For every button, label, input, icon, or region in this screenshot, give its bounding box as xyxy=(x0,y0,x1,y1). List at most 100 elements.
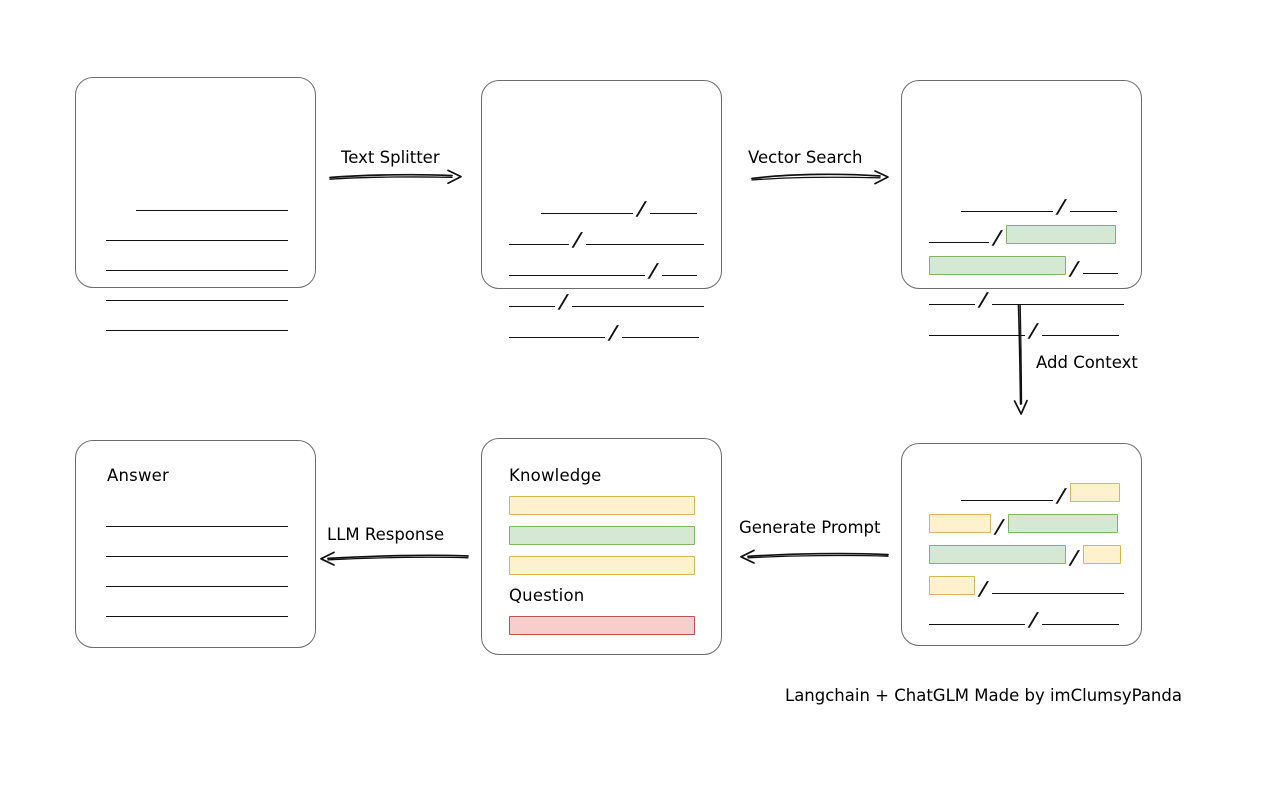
text-row: / xyxy=(509,317,699,344)
answer-box[interactable]: Answer xyxy=(75,440,316,648)
text-row xyxy=(106,220,288,242)
chunk-separator-slash: / xyxy=(649,260,658,282)
text-row: / xyxy=(509,286,704,313)
text-row xyxy=(106,250,288,272)
text-row xyxy=(106,310,288,332)
text-row: / xyxy=(929,604,1119,631)
highlight-chip-yellow xyxy=(1082,545,1121,564)
text-line-segment xyxy=(136,210,288,211)
context-added-box[interactable]: / / / / / xyxy=(901,443,1142,646)
text-line-segment xyxy=(961,211,1053,212)
answer-title: Answer xyxy=(107,466,169,485)
add-context-arrow xyxy=(1010,303,1034,416)
chunk-separator-slash: / xyxy=(637,198,646,220)
text-row xyxy=(106,566,288,588)
text-line-segment xyxy=(571,306,704,307)
generate-prompt-arrow xyxy=(738,547,890,567)
text-line-segment xyxy=(1041,335,1119,336)
text-row: / xyxy=(929,480,1120,507)
knowledge-bar-yellow xyxy=(509,556,695,575)
text-line-segment xyxy=(106,300,288,301)
knowledge-label: Knowledge xyxy=(509,466,602,485)
question-bar-red xyxy=(509,616,695,635)
text-row: / xyxy=(929,315,1119,342)
highlight-chip-yellow xyxy=(929,514,991,533)
chunk-separator-slash: / xyxy=(609,322,618,344)
text-row xyxy=(106,596,288,618)
text-line-segment xyxy=(1041,624,1119,625)
text-line-segment xyxy=(509,306,555,307)
chunk-separator-slash: / xyxy=(979,289,988,311)
text-line-segment xyxy=(961,500,1053,501)
text-line-segment xyxy=(106,616,288,617)
vector-search-label: Vector Search xyxy=(748,148,863,167)
text-line-segment xyxy=(106,556,288,557)
text-line-segment xyxy=(929,624,1025,625)
text-row: / xyxy=(929,191,1117,218)
llm-response-arrow xyxy=(318,549,470,569)
split-chunks-box[interactable]: / / / / / xyxy=(481,80,722,344)
text-row: / xyxy=(929,284,1124,311)
highlight-chip-green xyxy=(1007,514,1118,533)
text-line-segment xyxy=(1082,273,1118,274)
text-row: / xyxy=(509,255,697,282)
text-row: / xyxy=(929,222,1116,249)
text-row: / xyxy=(509,193,697,220)
chunk-separator-slash: / xyxy=(993,227,1002,249)
vector-search-arrow xyxy=(750,168,890,188)
text-line-segment xyxy=(929,335,1025,336)
text-line-segment xyxy=(929,242,989,243)
text-row xyxy=(106,190,288,212)
text-line-segment xyxy=(991,593,1124,594)
text-row: / xyxy=(509,224,704,251)
text-line-segment xyxy=(106,240,288,241)
text-row: / xyxy=(929,253,1118,280)
text-line-segment xyxy=(106,330,288,331)
text-row: / xyxy=(929,542,1121,569)
knowledge-bar-yellow xyxy=(509,496,695,515)
text-line-segment xyxy=(106,270,288,271)
text-line-segment xyxy=(509,275,645,276)
chunk-separator-slash: / xyxy=(1070,547,1079,569)
text-row xyxy=(106,536,288,558)
text-line-segment xyxy=(106,526,288,527)
text-line-segment xyxy=(106,586,288,587)
chunk-separator-slash: / xyxy=(1029,609,1038,631)
highlight-chip-yellow xyxy=(1069,483,1120,502)
chunk-separator-slash: / xyxy=(1057,196,1066,218)
footer-credit: Langchain + ChatGLM Made by imClumsyPand… xyxy=(785,686,1182,705)
text-line-segment xyxy=(661,275,697,276)
chunk-separator-slash: / xyxy=(995,516,1004,538)
text-line-segment xyxy=(509,337,605,338)
text-splitter-arrow xyxy=(328,168,463,188)
llm-response-label: LLM Response xyxy=(327,525,445,544)
highlight-chip-green xyxy=(929,545,1066,564)
chunk-separator-slash: / xyxy=(559,291,568,313)
text-row: / xyxy=(929,573,1124,600)
source-document-box[interactable] xyxy=(75,77,316,331)
chunk-separator-slash: / xyxy=(573,229,582,251)
knowledge-bar-green xyxy=(509,526,695,545)
text-line-segment xyxy=(509,244,569,245)
text-line-segment xyxy=(541,213,633,214)
generate-prompt-label: Generate Prompt xyxy=(739,518,881,537)
text-row: / xyxy=(929,511,1118,538)
highlight-chip-green xyxy=(1005,225,1116,244)
highlight-chip-yellow xyxy=(929,576,975,595)
text-row xyxy=(106,506,288,528)
text-line-segment xyxy=(929,304,975,305)
text-splitter-label: Text Splitter xyxy=(341,148,440,167)
text-line-segment xyxy=(991,304,1124,305)
text-line-segment xyxy=(649,213,697,214)
add-context-label: Add Context xyxy=(1036,353,1138,372)
text-row xyxy=(106,280,288,302)
text-line-segment xyxy=(1069,211,1117,212)
text-line-segment xyxy=(621,337,699,338)
question-label: Question xyxy=(509,586,585,605)
highlight-chip-green xyxy=(929,256,1066,275)
text-line-segment xyxy=(585,244,704,245)
prompt-box[interactable]: Knowledge Question xyxy=(481,438,722,655)
vector-matched-box[interactable]: / / / / / xyxy=(901,80,1142,342)
chunk-separator-slash: / xyxy=(979,578,988,600)
